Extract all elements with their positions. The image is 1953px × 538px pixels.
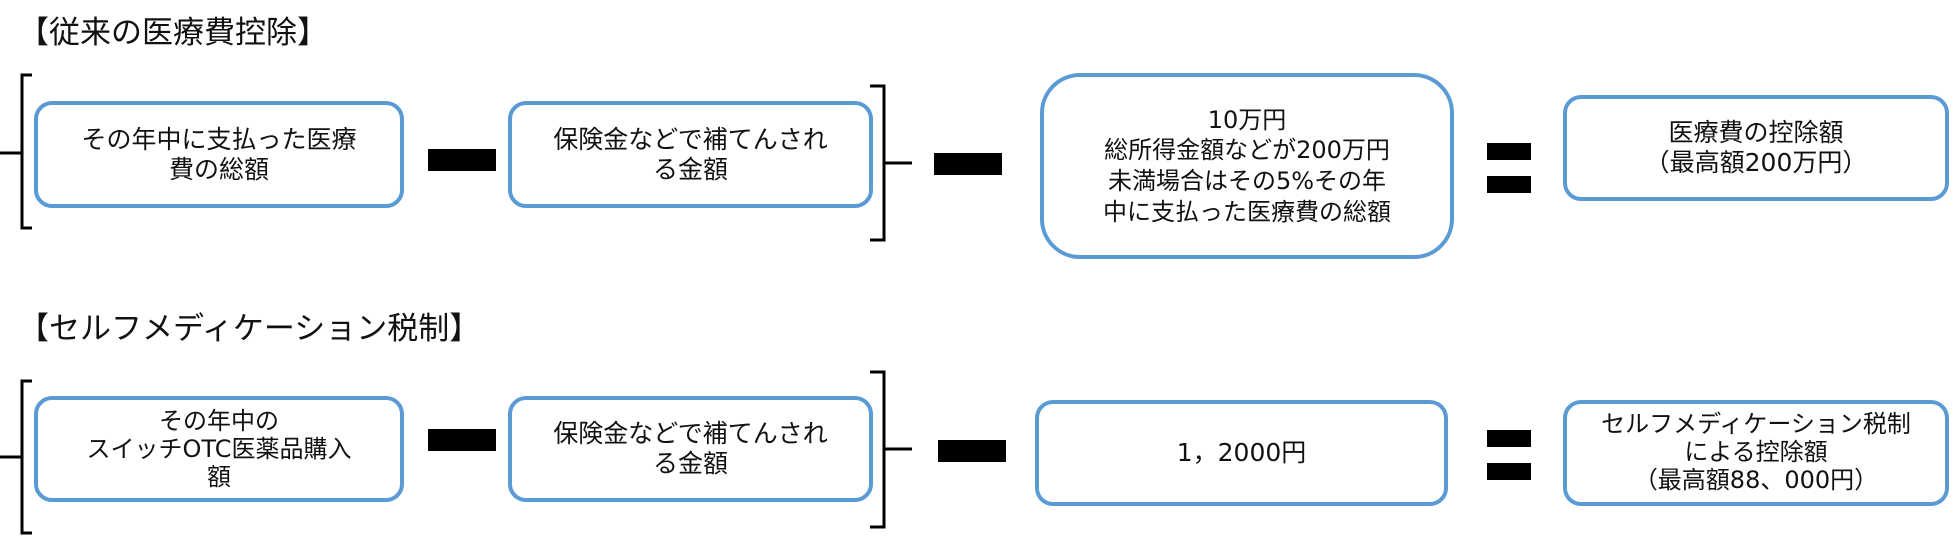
section1-threshold-box: 10万円 総所得金額などが200万円 未満場合はその5%その年 中に支払った医療… — [1040, 73, 1454, 259]
section2-insurance-box: 保険金などで補てんされ る金額 — [508, 396, 873, 502]
minus-sign-1b — [934, 153, 1002, 175]
left-bracket-1 — [20, 73, 32, 230]
section1-result-text: 医療費の控除額 （最高額200万円） — [1644, 118, 1868, 177]
minus-sign-2a — [428, 429, 496, 451]
section1-title: 【従来の医療費控除】 — [18, 15, 328, 51]
section1-insurance-box: 保険金などで補てんされ る金額 — [508, 101, 873, 208]
section2-total-text: その年中の スイッチOTC医薬品購入 額 — [86, 406, 352, 492]
section1-insurance-text: 保険金などで補てんされ る金額 — [553, 124, 828, 184]
section2-result-box: セルフメディケーション税制 による控除額 （最高額88、000円） — [1563, 400, 1949, 506]
section2-threshold-box: 1，2000円 — [1035, 400, 1448, 506]
section2-result-text: セルフメディケーション税制 による控除額 （最高額88、000円） — [1601, 410, 1911, 494]
equals-sign-2 — [1487, 430, 1531, 480]
equals-sign-1 — [1487, 143, 1531, 193]
section2-threshold-text: 1，2000円 — [1176, 438, 1307, 467]
section1-total-box: その年中に支払った医療 費の総額 — [34, 101, 404, 208]
section1-total-text: その年中に支払った医療 費の総額 — [81, 124, 357, 184]
section2-title: 【セルフメディケーション税制】 — [18, 311, 481, 347]
minus-sign-2b — [938, 440, 1006, 462]
minus-sign-1a — [428, 149, 496, 171]
section1-threshold-text: 10万円 総所得金額などが200万円 未満場合はその5%その年 中に支払った医療… — [1103, 105, 1391, 226]
section2-insurance-text: 保険金などで補てんされ る金額 — [553, 419, 828, 478]
section1-result-box: 医療費の控除額 （最高額200万円） — [1563, 95, 1949, 201]
section2-total-box: その年中の スイッチOTC医薬品購入 額 — [34, 396, 404, 502]
left-bracket-2 — [20, 379, 32, 535]
